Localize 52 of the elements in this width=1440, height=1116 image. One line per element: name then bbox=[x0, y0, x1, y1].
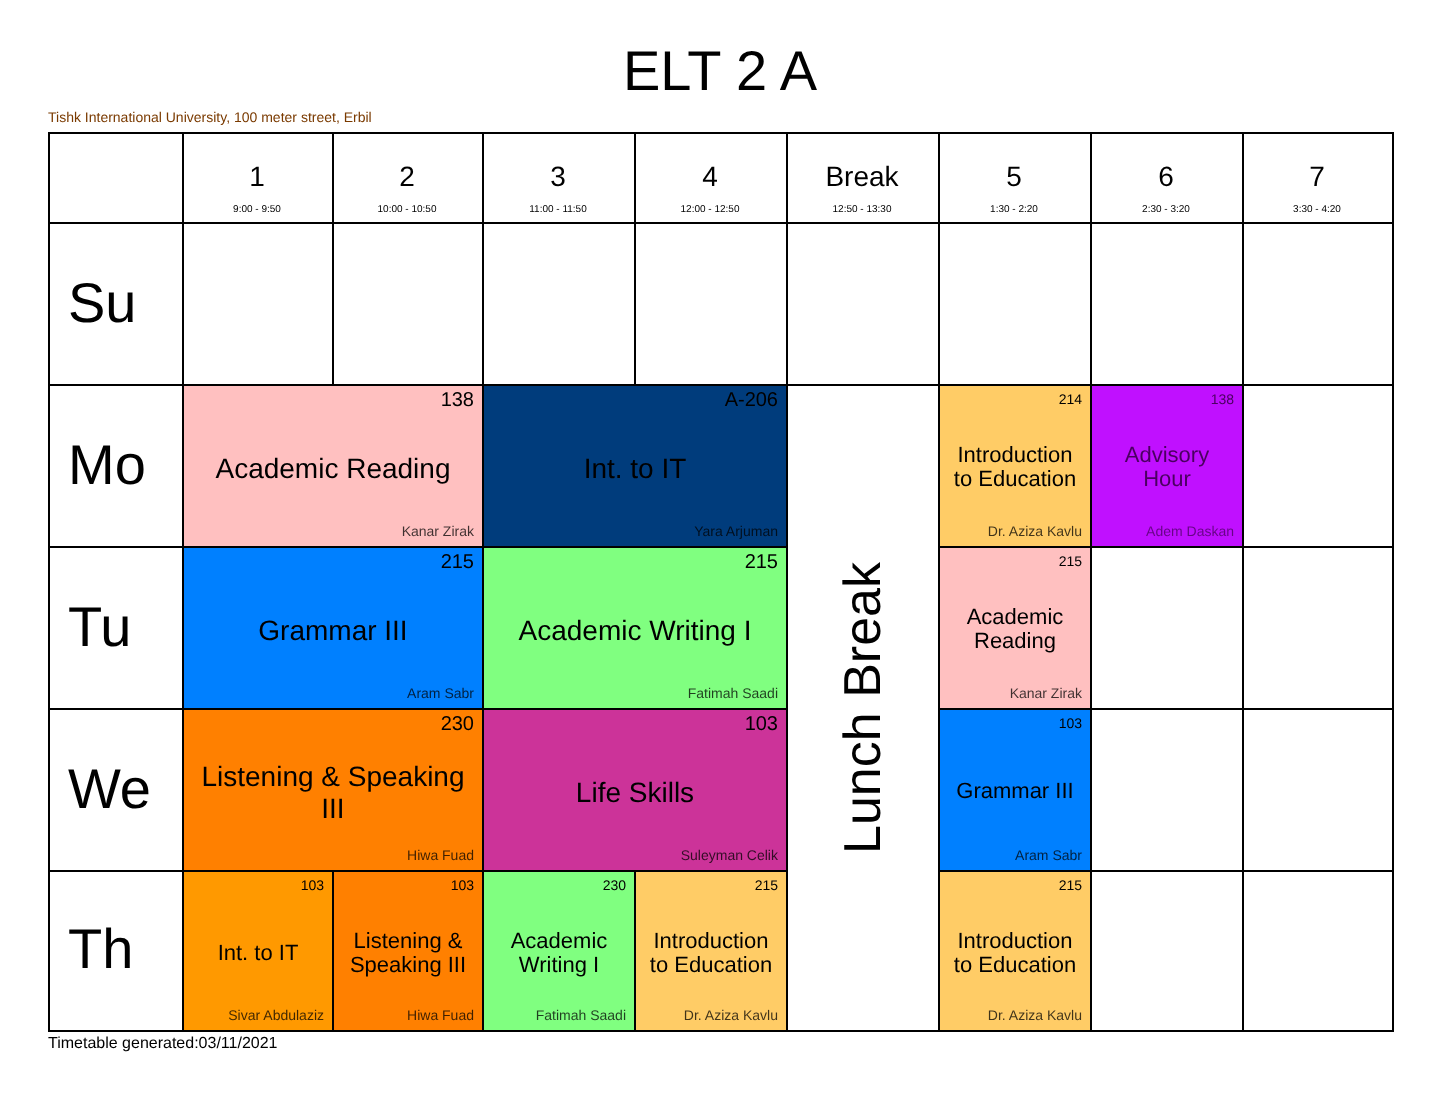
room-number: 215 bbox=[744, 552, 778, 574]
period-number: 3 bbox=[550, 160, 566, 192]
period-number: 4 bbox=[702, 160, 718, 192]
day-label: Mo bbox=[68, 433, 146, 497]
subject-name: Academic Writing I bbox=[508, 927, 610, 981]
period-number: 5 bbox=[1006, 160, 1022, 192]
subject-name: Introduction to Education bbox=[951, 442, 1079, 496]
period-number: 1 bbox=[249, 160, 265, 192]
subject-name: Academic Writing I bbox=[516, 612, 754, 650]
period-number: Break bbox=[825, 160, 899, 192]
lesson-card bbox=[332, 870, 484, 1032]
day-label: Tu bbox=[68, 595, 132, 659]
lesson-card bbox=[938, 708, 1092, 872]
lesson-card bbox=[938, 546, 1092, 710]
lesson-card bbox=[482, 708, 788, 872]
lesson-card bbox=[182, 708, 484, 872]
period-number: 2 bbox=[399, 160, 415, 192]
day-label: Su bbox=[68, 271, 137, 335]
day-label: We bbox=[68, 757, 151, 821]
lesson-card bbox=[634, 870, 788, 1032]
subject-name: Int. to IT bbox=[581, 450, 689, 488]
lesson-card bbox=[482, 546, 788, 710]
lesson-card bbox=[482, 384, 788, 548]
generated-date: Timetable generated:03/11/2021 bbox=[48, 1034, 278, 1054]
lesson-card bbox=[182, 870, 334, 1032]
lesson-card bbox=[1090, 384, 1244, 548]
lesson-card bbox=[938, 870, 1092, 1032]
subject-name: Academic Reading bbox=[964, 604, 1066, 658]
day-label: Th bbox=[68, 918, 134, 982]
subject-name: Int. to IT bbox=[215, 939, 301, 969]
subject-name: Listening & Speaking III bbox=[347, 927, 469, 981]
lesson-card bbox=[182, 546, 484, 710]
room-number: 103 bbox=[744, 714, 778, 736]
subject-name: Introduction to Education bbox=[647, 927, 775, 981]
room-number: A-206 bbox=[724, 390, 778, 412]
break-label: Lunch Break bbox=[832, 562, 894, 854]
subject-name: Advisory Hour bbox=[1122, 442, 1212, 496]
room-number: 215 bbox=[440, 552, 474, 574]
subject-name: Grammar III bbox=[256, 612, 410, 650]
room-number: 230 bbox=[440, 714, 474, 736]
lesson-card bbox=[938, 384, 1092, 548]
subject-name: Introduction to Education bbox=[951, 927, 1079, 981]
lesson-card bbox=[182, 384, 484, 548]
room-number: 138 bbox=[440, 390, 474, 412]
period-number: 7 bbox=[1309, 160, 1325, 192]
lesson-card bbox=[482, 870, 636, 1032]
subject-name: Grammar III bbox=[954, 778, 1076, 808]
subject-name: Life Skills bbox=[573, 774, 697, 812]
subject-name: Listening & Speaking III bbox=[199, 758, 467, 828]
timetable-title: ELT 2 A bbox=[620, 40, 820, 104]
subject-name: Academic Reading bbox=[213, 450, 453, 488]
period-number: 6 bbox=[1158, 160, 1174, 192]
